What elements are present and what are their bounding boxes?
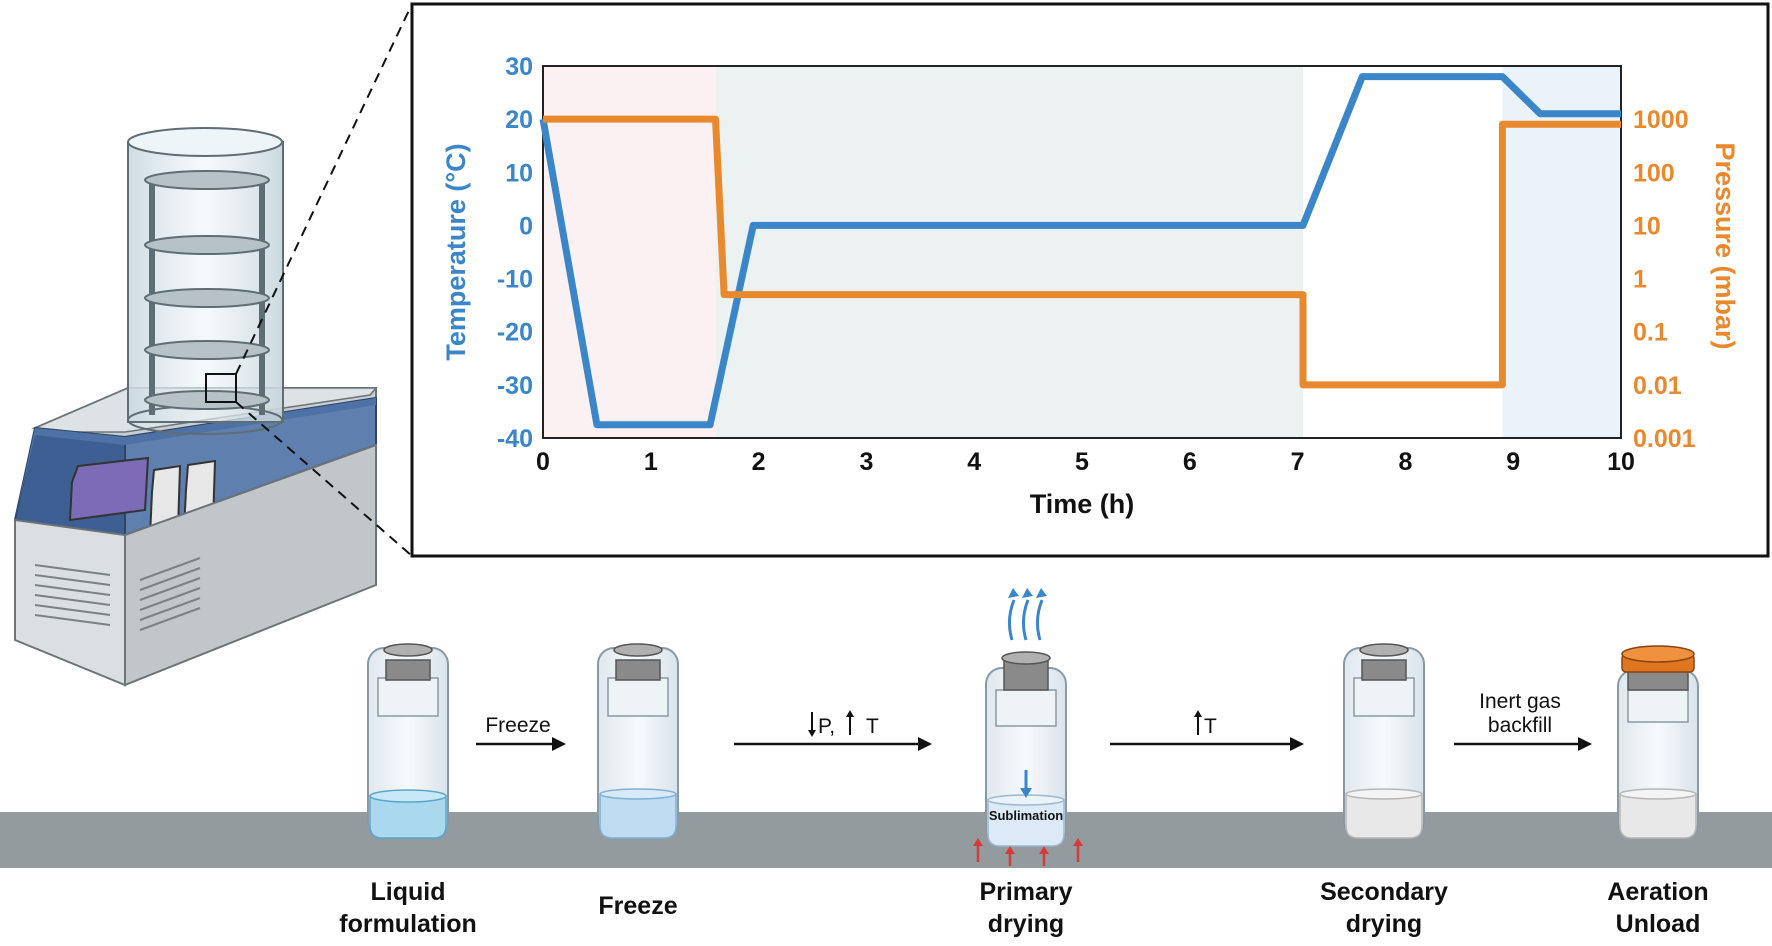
phase-band-0 <box>543 66 716 438</box>
step-primary-drying-line1: Primary <box>979 878 1072 906</box>
shelf-strip <box>0 812 1772 868</box>
y-right-tick-label: 0.001 <box>1633 425 1696 453</box>
x-tick-label: 4 <box>967 448 981 476</box>
y-left-tick-label: -20 <box>497 319 533 347</box>
y-right-tick-label: 1000 <box>1633 106 1689 134</box>
x-tick-label: 6 <box>1183 448 1197 476</box>
heat-arrows-icon <box>976 844 1080 866</box>
x-tick-label: 9 <box>1506 448 1520 476</box>
plot-area <box>542 65 1622 439</box>
y-right-tick-label: 10 <box>1633 212 1661 240</box>
x-tick-label: 10 <box>1607 448 1635 476</box>
y-right-tick-label: 100 <box>1633 159 1675 187</box>
step-liquid-formulation-line2: formulation <box>339 910 477 938</box>
phase-band-1 <box>715 66 1303 438</box>
y-left-tick-label: 20 <box>505 106 533 134</box>
zoom-box <box>205 373 237 403</box>
vapor-arrows-icon <box>1007 599 1044 641</box>
y-axis-left-ticks: 30 20 10 0 -10 -20 -30 -40 <box>497 53 533 453</box>
x-tick-label: 7 <box>1291 448 1305 476</box>
pressure-line <box>543 115 1621 389</box>
vial-frozen <box>597 643 679 839</box>
x-axis-ticks: 0 1 2 3 4 5 6 7 8 9 10 <box>536 448 1635 476</box>
temperature-up-icon-2 <box>1194 710 1202 735</box>
backfill-label-line2: backfill <box>1488 714 1552 737</box>
y-axis-right-ticks: 1000 100 10 1 0.1 0.01 0.001 <box>1633 106 1696 453</box>
x-tick-label: 5 <box>1075 448 1089 476</box>
y-left-tick-label: 10 <box>505 159 533 187</box>
y-right-tick-label: 0.1 <box>1633 319 1668 347</box>
pressure-down-icon <box>808 712 816 737</box>
y-right-tick-label: 0.01 <box>1633 372 1682 400</box>
step-secondary-drying-line2: drying <box>1346 910 1422 938</box>
step-liquid-formulation-line1: Liquid <box>371 878 446 906</box>
freeze-dryer-illustration <box>13 3 413 687</box>
temperature-line <box>539 73 1621 429</box>
y-left-tick-label: 0 <box>519 212 533 240</box>
zoom-line-top <box>235 3 413 375</box>
phase-band-2 <box>1302 66 1503 438</box>
vial-aeration-unload <box>1617 645 1699 839</box>
step-aeration-line1: Aeration <box>1607 878 1708 906</box>
y-axis-left-title: Temperature (°C) <box>441 143 471 360</box>
freeze-transition-label: Freeze <box>485 714 550 737</box>
y-left-tick-label: -40 <box>497 425 533 453</box>
stopper <box>385 659 431 681</box>
y-left-tick-label: -30 <box>497 372 533 400</box>
temperature-label: T <box>866 715 879 738</box>
y-left-tick-label: 30 <box>505 53 533 81</box>
screen <box>68 456 150 522</box>
x-tick-label: 0 <box>536 448 550 476</box>
step-aeration-line2: Unload <box>1616 910 1701 938</box>
stopper <box>1361 659 1407 681</box>
x-tick-label: 3 <box>859 448 873 476</box>
x-tick-label: 8 <box>1398 448 1412 476</box>
vial-liquid-formulation <box>367 643 449 839</box>
backfill-label-line1: Inert gas <box>1479 690 1561 713</box>
y-left-tick-label: -10 <box>497 266 533 294</box>
step-primary-drying-line2: drying <box>988 910 1064 938</box>
sublimation-label: Sublimation <box>989 808 1063 823</box>
vial-secondary-drying <box>1343 643 1425 839</box>
step-freeze: Freeze <box>598 892 677 920</box>
raise-temperature-label: T <box>1204 715 1217 738</box>
x-tick-label: 1 <box>644 448 658 476</box>
x-tick-label: 2 <box>752 448 766 476</box>
y-axis-right-title: Pressure (mbar) <box>1710 142 1740 349</box>
chart-series <box>539 73 1621 429</box>
y-right-tick-label: 1 <box>1633 266 1647 294</box>
chart-phase-backgrounds <box>543 66 1621 438</box>
phase-band-3 <box>1502 66 1621 438</box>
temperature-up-icon <box>846 710 854 735</box>
transition-arrows <box>476 737 1592 751</box>
step-secondary-drying-line1: Secondary <box>1320 878 1448 906</box>
pressure-label: P, <box>818 715 835 738</box>
zoom-line-bottom <box>235 401 413 557</box>
stopper <box>615 659 661 681</box>
x-axis-title: Time (h) <box>1030 489 1135 519</box>
vial-primary-drying: Sublimation <box>973 588 1083 866</box>
machine-body-front <box>14 518 126 687</box>
